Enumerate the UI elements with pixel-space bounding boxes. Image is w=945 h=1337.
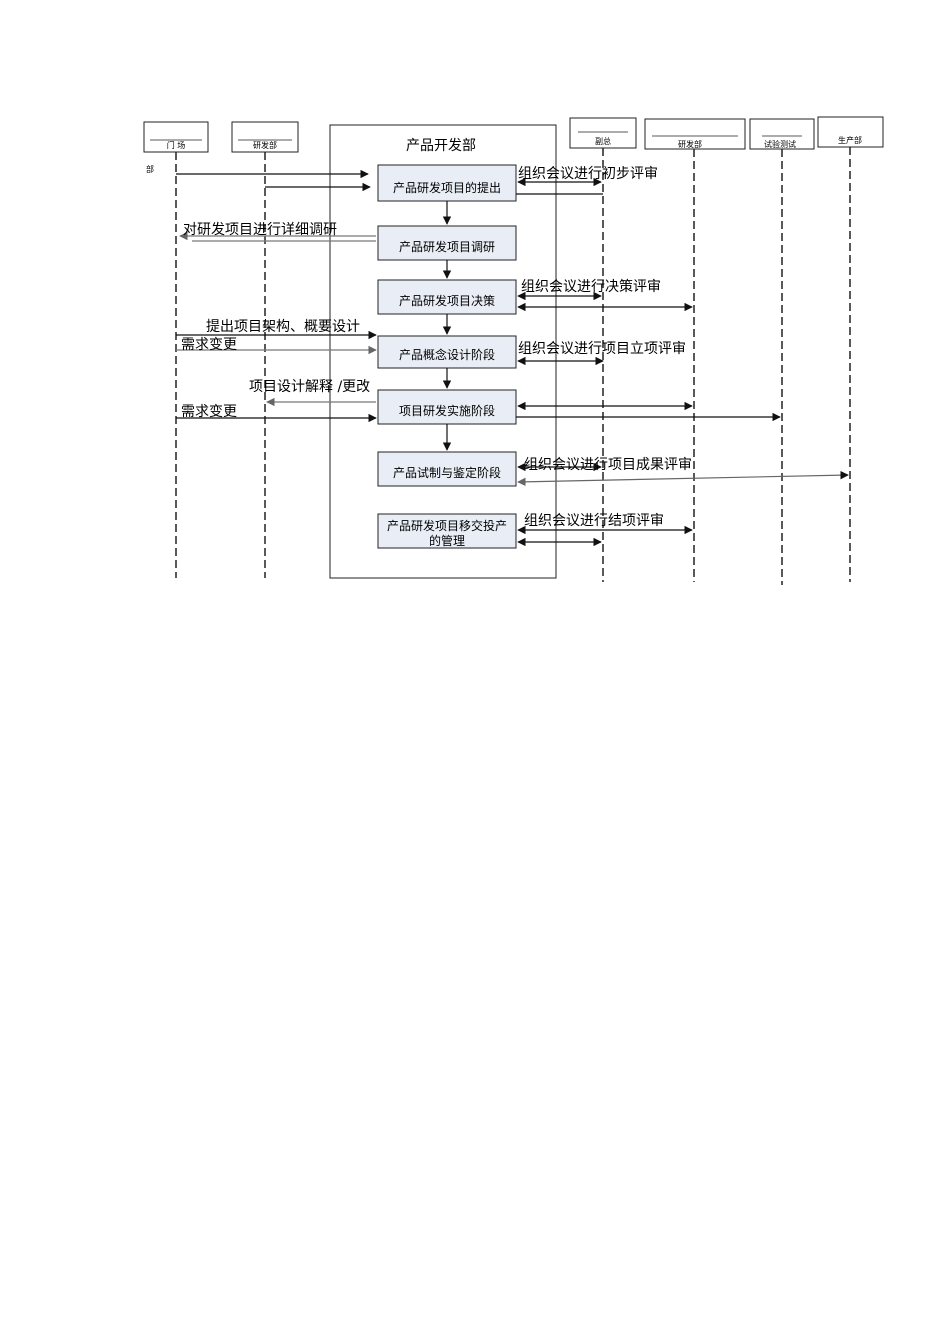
- step-box-handover: [377, 513, 517, 549]
- msg-architecture: 提出项目架构、概要设计: [206, 319, 360, 335]
- lane-rnd2-label: 研发部: [678, 139, 702, 149]
- message-arrows: [176, 169, 849, 547]
- step-decision-label: 产品研发项目决策: [399, 293, 495, 308]
- step-research-label: 产品研发项目调研: [399, 239, 495, 254]
- step-box-implementation: [377, 389, 517, 425]
- step-box-trial: [377, 451, 517, 487]
- lane-rnd2: 研发部: [644, 118, 746, 150]
- lane-test: 试验测试: [749, 118, 815, 150]
- lane-test-label: 试验测试: [764, 139, 796, 149]
- msg-result-review: 组织会议进行项目成果评审: [524, 457, 692, 473]
- lane-market-label: 门 场: [167, 140, 186, 150]
- department-frame: [329, 124, 557, 579]
- msg-closing-review: 组织会议进行结项评审: [524, 513, 664, 529]
- step-trial-label: 产品试制与鉴定阶段: [393, 465, 501, 480]
- msg-requirement-change-2: 需求变更: [181, 404, 237, 420]
- lane-market: 门 场 部: [143, 121, 209, 174]
- step-handover-label-line1: 产品研发项目移交投产: [387, 518, 507, 533]
- step-implementation-label: 项目研发实施阶段: [399, 403, 495, 418]
- msg-detailed-research: 对研发项目进行详细调研: [183, 222, 337, 238]
- lane-vp-label: 副总: [595, 136, 611, 146]
- lane-vp: 副总: [569, 117, 637, 149]
- department-title: 产品开发部: [406, 138, 476, 154]
- lane-production-label: 生产部: [838, 135, 862, 145]
- lane-rnd-label: 研发部: [253, 140, 277, 150]
- step-box-concept: [377, 335, 517, 369]
- msg-requirement-change-1: 需求变更: [181, 337, 237, 353]
- step-proposal-label: 产品研发项目的提出: [393, 180, 501, 195]
- msg-approval-review: 组织会议进行项目立项评审: [518, 341, 686, 357]
- lane-production: 生产部: [817, 116, 884, 148]
- step-handover-label-line2: 的管理: [429, 533, 465, 548]
- step-box-proposal: [377, 164, 517, 202]
- lane-rnd: 研发部: [231, 121, 299, 153]
- step-concept-label: 产品概念设计阶段: [399, 347, 495, 362]
- step-box-research: [377, 225, 517, 261]
- msg-design-explain: 项目设计解释 /更改: [249, 379, 370, 395]
- msg-initial-review: 组织会议进行初步评审: [518, 165, 658, 182]
- lane-market-sub-label: 部: [146, 164, 154, 174]
- msg-decision-review: 组织会议进行决策评审: [521, 278, 661, 295]
